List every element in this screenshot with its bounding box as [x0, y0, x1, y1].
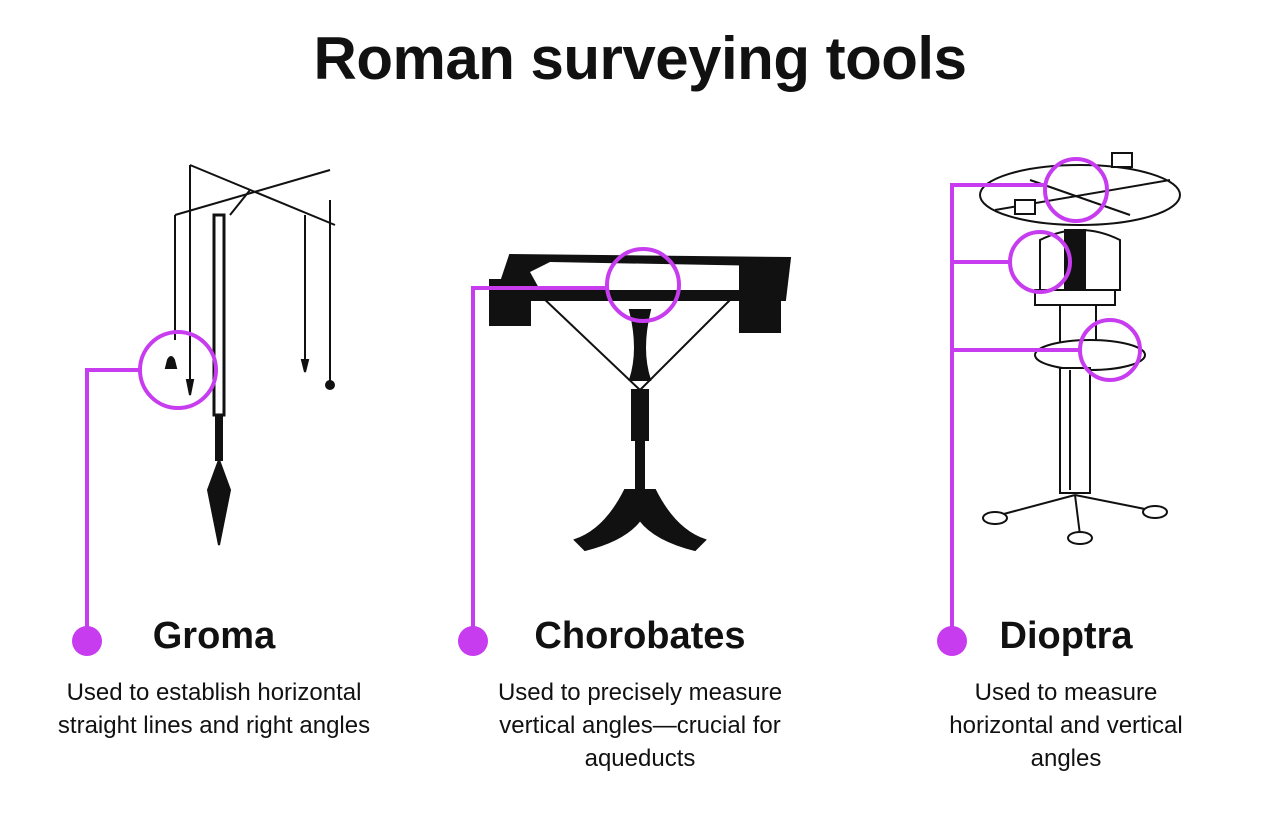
chorobates-illustration: [489, 253, 792, 552]
groma-description: Used to establish horizontal straight li…: [57, 679, 371, 739]
groma-illustration: [164, 164, 336, 546]
chorobates-marker-dot: [458, 626, 488, 656]
chorobates-title: Chorobates: [534, 615, 746, 657]
groma-marker-dot: [72, 626, 102, 656]
page-title: Roman surveying tools: [313, 25, 967, 92]
dioptra-title: Dioptra: [999, 615, 1133, 657]
dioptra-marker-dot: [937, 626, 967, 656]
dioptra-description: Used to measure horizontal and vertical …: [949, 679, 1183, 772]
chorobates-callout: [458, 247, 681, 656]
dioptra-callout: [937, 157, 1142, 656]
groma-title: Groma: [152, 615, 276, 657]
groma-callout: [72, 330, 218, 656]
chorobates-description: Used to precisely measure vertical angle…: [497, 679, 783, 772]
dioptra-illustration: [979, 152, 1181, 545]
